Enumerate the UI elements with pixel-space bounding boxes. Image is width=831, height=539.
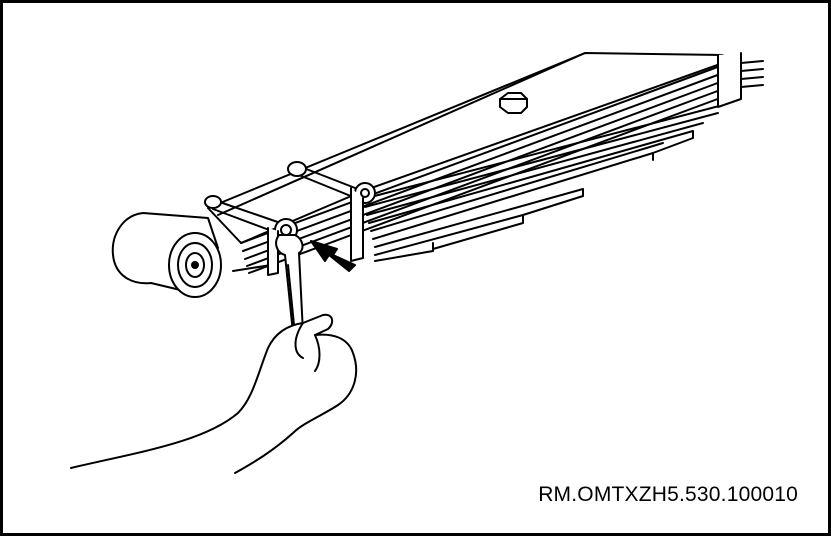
spring-eye-bushing xyxy=(111,212,222,298)
rebound-clip-rear xyxy=(287,161,376,262)
leaf-spring-stack xyxy=(207,52,764,274)
hand xyxy=(70,313,358,474)
figure-reference-code: RM.OMTXZH5.530.100010 xyxy=(538,483,798,506)
leaf-spring-illustration xyxy=(70,52,764,474)
center-bolt-nut xyxy=(499,92,528,114)
indicator-arrow xyxy=(310,240,356,272)
wrench-tool xyxy=(275,234,304,334)
